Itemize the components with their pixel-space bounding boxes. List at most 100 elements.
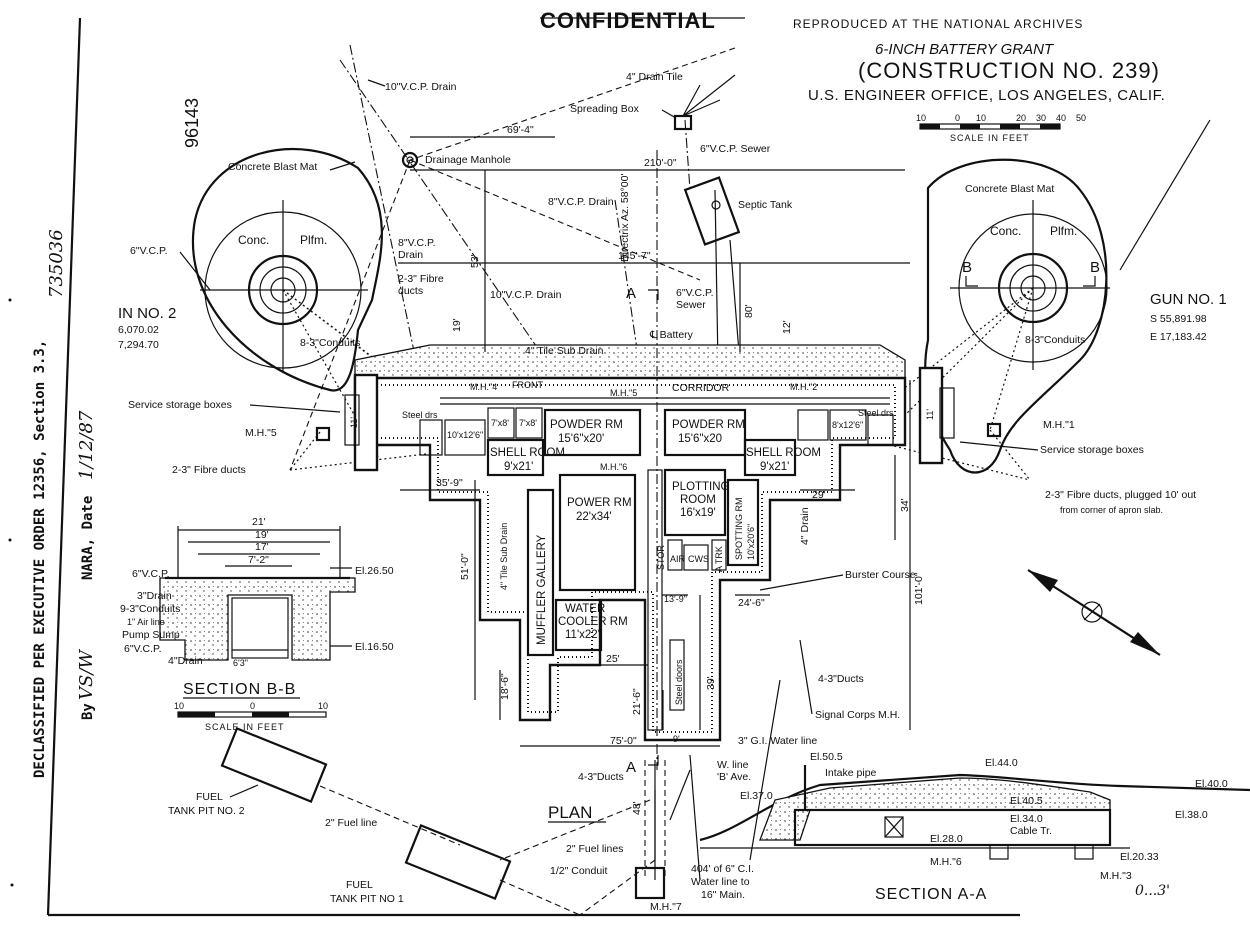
svg-text:FUEL: FUEL xyxy=(346,879,373,891)
power-room: POWER RM xyxy=(567,497,632,509)
svg-text:4" Drain: 4" Drain xyxy=(799,507,811,545)
svg-text:ducts: ducts xyxy=(398,285,423,297)
svg-text:10"V.C.P. Drain: 10"V.C.P. Drain xyxy=(385,81,457,93)
svg-text:6"V.C.P.: 6"V.C.P. xyxy=(132,568,170,580)
svg-text:'B' Ave.: 'B' Ave. xyxy=(717,771,751,783)
svg-text:STOR: STOR xyxy=(656,545,666,570)
svg-text:B: B xyxy=(1090,259,1100,276)
svg-text:69'-4": 69'-4" xyxy=(507,124,534,136)
title-block: CONFIDENTIAL REPRODUCED AT THE NATIONAL … xyxy=(540,8,1165,143)
svg-text:FUEL: FUEL xyxy=(196,791,223,803)
svg-text:TANK PIT NO 1: TANK PIT NO 1 xyxy=(330,893,404,905)
svg-text:7'x8': 7'x8' xyxy=(519,418,537,428)
svg-text:Signal Corps M.H.: Signal Corps M.H. xyxy=(815,709,900,721)
callout-labels: 10"V.C.P. Drain 4" Drain Tile Spreading … xyxy=(128,71,1196,913)
svg-text:35'-9": 35'-9" xyxy=(436,477,463,489)
svg-text:10"V.C.P. Drain: 10"V.C.P. Drain xyxy=(490,289,562,301)
svg-text:Spreading Box: Spreading Box xyxy=(570,103,640,115)
svg-text:El.40.5: El.40.5 xyxy=(1010,795,1043,807)
svg-text:20: 20 xyxy=(1016,113,1026,123)
office-name: U.S. ENGINEER OFFICE, LOS ANGELES, CALIF… xyxy=(808,87,1165,104)
svg-text:Service storage boxes: Service storage boxes xyxy=(1040,444,1144,456)
nara-label: NARA, Date xyxy=(80,496,96,580)
svg-text:30: 30 xyxy=(1036,113,1046,123)
svg-text:IN NO. 2: IN NO. 2 xyxy=(118,305,176,322)
svg-text:Conc.: Conc. xyxy=(238,233,269,247)
svg-text:21': 21' xyxy=(252,516,266,528)
svg-text:18'-6": 18'-6" xyxy=(499,673,511,700)
svg-text:6"V.C.P.: 6"V.C.P. xyxy=(124,643,162,655)
svg-text:4" Drain Tile: 4" Drain Tile xyxy=(626,71,683,83)
section-a-cut: A A xyxy=(626,285,659,776)
svg-text:S 55,891.98: S 55,891.98 xyxy=(1150,313,1207,325)
svg-text:19': 19' xyxy=(451,318,463,332)
svg-text:Conc.: Conc. xyxy=(990,224,1021,238)
plotting-room: PLOTTING xyxy=(672,481,730,493)
handwritten-number: 735036 xyxy=(46,229,67,298)
svg-text:22'x34': 22'x34' xyxy=(576,511,612,523)
battery-structure xyxy=(344,344,955,742)
water-cooler-room: WATER xyxy=(565,603,605,615)
svg-text:15'6"x20': 15'6"x20' xyxy=(558,433,604,445)
svg-text:11': 11' xyxy=(349,417,359,428)
dimension-lines: 69'-4" 210'-0" 145'-7" 53' 80' 19' 12' 1… xyxy=(349,124,935,860)
svg-text:A TRK: A TRK xyxy=(714,546,724,572)
svg-text:Sewer: Sewer xyxy=(676,299,706,311)
svg-text:7'-2": 7'-2" xyxy=(248,554,269,566)
svg-text:34': 34' xyxy=(899,498,911,512)
svg-text:GUN NO. 1: GUN NO. 1 xyxy=(1150,291,1227,308)
svg-text:9'x21': 9'x21' xyxy=(504,461,533,473)
svg-text:11': 11' xyxy=(925,409,935,420)
svg-text:6"V.C.P. Sewer: 6"V.C.P. Sewer xyxy=(700,143,771,155)
svg-text:El.40.0: El.40.0 xyxy=(1195,778,1228,790)
svg-text:3"Drain: 3"Drain xyxy=(137,590,172,602)
section-bb-title: SECTION B-B xyxy=(183,681,296,698)
svg-text:40: 40 xyxy=(1056,113,1066,123)
svg-text:7'x8': 7'x8' xyxy=(491,418,509,428)
svg-text:El.28.0: El.28.0 xyxy=(930,833,963,845)
fuel-tank-pit-2: FUEL TANK PIT NO. 2 xyxy=(168,727,328,817)
svg-text:Cable Tr.: Cable Tr. xyxy=(1010,825,1052,837)
svg-text:4" Tile Sub Drain: 4" Tile Sub Drain xyxy=(499,523,509,590)
svg-text:24'-6": 24'-6" xyxy=(738,597,765,609)
svg-text:Plfm.: Plfm. xyxy=(300,233,327,247)
svg-text:16'x19': 16'x19' xyxy=(680,507,716,519)
construction-number: (CONSTRUCTION NO. 239) xyxy=(858,58,1160,83)
svg-text:Directrix Az. 58°00': Directrix Az. 58°00' xyxy=(619,174,631,263)
section-a-a: El.50.5 Intake pipe El.44.0 El.40.0 El.3… xyxy=(699,751,1250,903)
svg-text:CORRIDOR: CORRIDOR xyxy=(672,382,730,394)
powder-room-left: POWDER RM xyxy=(550,419,623,431)
svg-text:M.H."6: M.H."6 xyxy=(930,856,962,868)
svg-text:9': 9' xyxy=(673,734,680,744)
svg-text:10: 10 xyxy=(318,701,328,711)
by-label: By xyxy=(80,703,96,720)
powder-room-right: POWDER RM xyxy=(672,419,745,431)
svg-text:9-3"Conduits: 9-3"Conduits xyxy=(120,603,180,615)
header-scale-label: SCALE IN FEET xyxy=(950,133,1030,143)
svg-text:M.H."1: M.H."1 xyxy=(1043,419,1075,431)
svg-text:7,294.70: 7,294.70 xyxy=(118,339,159,351)
section-aa-title: SECTION A-A xyxy=(875,886,987,903)
svg-text:Service storage boxes: Service storage boxes xyxy=(128,399,232,411)
svg-text:145'-7": 145'-7" xyxy=(618,250,651,262)
shell-room-right: SHELL ROOM xyxy=(746,447,821,459)
svg-text:48': 48' xyxy=(631,801,643,815)
svg-text:39': 39' xyxy=(705,676,717,690)
svg-text:Plfm.: Plfm. xyxy=(1050,224,1077,238)
svg-text:2" Fuel line: 2" Fuel line xyxy=(325,817,377,829)
gun-1-data: GUN NO. 1 S 55,891.98 E 17,183.42 xyxy=(1150,291,1227,343)
svg-text:4-3"Ducts: 4-3"Ducts xyxy=(818,673,864,685)
margin-annotations: 96143 DECLASSIFIED PER EXECUTIVE ORDER 1… xyxy=(8,17,1020,917)
svg-text:4-3"Ducts: 4-3"Ducts xyxy=(578,771,624,783)
blast-mat-right-label: Concrete Blast Mat xyxy=(965,183,1054,195)
svg-text:Steel doors: Steel doors xyxy=(674,659,684,705)
gun-emplacement-left: Conc. Plfm. Concrete Blast Mat xyxy=(192,148,383,392)
svg-text:℄ Battery: ℄ Battery xyxy=(649,329,694,341)
svg-text:M.H."7: M.H."7 xyxy=(650,901,682,913)
svg-text:Burster Course: Burster Course xyxy=(845,569,916,581)
blast-mat-left-label: Concrete Blast Mat xyxy=(228,161,317,173)
svg-text:Intake pipe: Intake pipe xyxy=(825,767,877,779)
svg-text:FRONT: FRONT xyxy=(512,380,543,390)
svg-text:50: 50 xyxy=(1076,113,1086,123)
